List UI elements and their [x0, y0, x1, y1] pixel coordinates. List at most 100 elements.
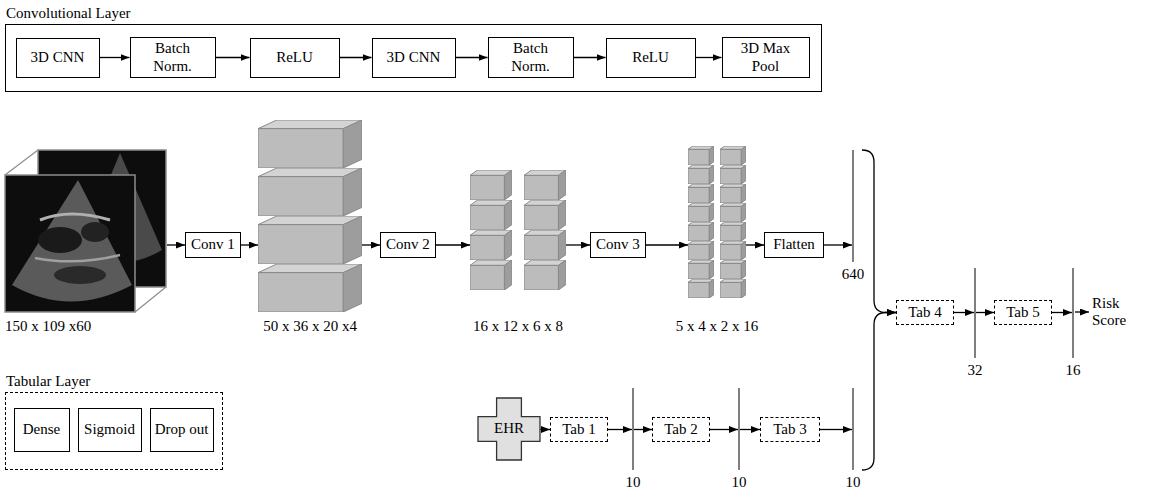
- flow-arrow: [862, 150, 896, 313]
- flow-arrow: [436, 244, 470, 245]
- operation-box: Dense: [14, 408, 70, 452]
- box-label: Drop out: [155, 421, 209, 438]
- dimension-label: 10: [626, 474, 641, 491]
- tabular-block: Tab 4: [896, 300, 954, 325]
- box-label: ReLU: [632, 49, 669, 66]
- operation-box: 3D CNN: [372, 38, 456, 78]
- feature-cube: [524, 260, 566, 290]
- dimension-label: 10: [732, 474, 747, 491]
- box-label: Batch Norm.: [147, 40, 199, 75]
- feature-map-stack: 16 x 12 x 6 x 8: [470, 170, 566, 290]
- box-label: Flatten: [773, 236, 815, 253]
- feature-cube: [720, 184, 746, 203]
- box-label: Dense: [23, 421, 61, 438]
- flow-arrow: [566, 244, 590, 245]
- feature-cube: [470, 260, 512, 290]
- ehr-input: EHR: [478, 398, 540, 460]
- heart-wall: [40, 214, 110, 220]
- dimension-label: 16: [1066, 362, 1081, 379]
- cross-shape: [478, 398, 540, 460]
- output-label: Risk Score: [1092, 295, 1148, 330]
- dimension-label: 150 x 109 x60: [5, 318, 91, 335]
- box-label: 3D Max Pool: [737, 40, 795, 75]
- box-label: 3D CNN: [31, 49, 85, 66]
- feature-cube: [258, 264, 362, 312]
- flow-arrow: [100, 57, 130, 58]
- flow-arrow: [820, 429, 852, 430]
- feature-cube: [720, 260, 746, 279]
- flow-arrow: [241, 244, 258, 245]
- box-label: Conv 3: [596, 236, 640, 253]
- operation-box: Sigmoid: [78, 408, 142, 452]
- feature-cube: [720, 241, 746, 260]
- input-volume: 150 x 109 x60: [5, 150, 167, 312]
- flow-arrow: [340, 57, 372, 58]
- flow-arrow: [746, 244, 764, 245]
- flow-arrow: [634, 429, 652, 430]
- dimension-label: 50 x 36 x 20 x4: [263, 318, 357, 335]
- heart-chamber: [38, 227, 82, 253]
- feature-cube: [688, 241, 714, 260]
- box-label: Sigmoid: [84, 421, 135, 438]
- box-label: Tab 4: [908, 304, 942, 321]
- layer-panel: Tabular LayerDenseSigmoidDrop out: [5, 392, 223, 470]
- panel-title: Convolutional Layer: [6, 5, 131, 22]
- feature-cube: [524, 170, 566, 200]
- flow-arrow: [1052, 312, 1072, 313]
- conv-block: Conv 2: [380, 232, 436, 258]
- operation-box: ReLU: [250, 38, 340, 78]
- layer-panel: Convolutional Layer3D CNNBatch Norm.ReLU…: [5, 24, 822, 92]
- layer-vector: 10: [852, 388, 854, 470]
- feature-cube: [688, 222, 714, 241]
- flow-arrow: [696, 57, 722, 58]
- feature-cube: [720, 222, 746, 241]
- dimension-label: 16 x 12 x 6 x 8: [473, 318, 563, 335]
- flow-arrow: [574, 57, 606, 58]
- tabular-block: Tab 5: [994, 300, 1052, 325]
- tabular-block: Tab 3: [760, 417, 820, 442]
- box-label: Tab 2: [664, 421, 698, 438]
- feature-map-stack: 50 x 36 x 20 x4: [258, 120, 362, 312]
- feature-cube: [470, 230, 512, 260]
- dimension-label: 10: [846, 474, 861, 491]
- feature-cube: [524, 230, 566, 260]
- feature-map-stack: 5 x 4 x 2 x 16: [688, 146, 746, 298]
- operation-box: Batch Norm.: [488, 37, 574, 78]
- tabular-block: Tab 2: [652, 417, 710, 442]
- flow-arrow: [362, 244, 380, 245]
- tabular-block: Tab 1: [550, 417, 608, 442]
- box-label: 3D CNN: [387, 49, 441, 66]
- flow-arrow: [540, 429, 550, 430]
- box-label: Tab 1: [562, 421, 596, 438]
- operation-box: Batch Norm.: [130, 37, 216, 78]
- feature-cube: [258, 168, 362, 216]
- heart-wall: [35, 255, 120, 261]
- feature-cube: [720, 165, 746, 184]
- layer-vector: 10: [738, 388, 740, 470]
- flow-arrow: [167, 244, 185, 245]
- box-label: Tab 5: [1006, 304, 1040, 321]
- box-label: Conv 2: [386, 236, 430, 253]
- box-label: EHR: [494, 420, 524, 437]
- layer-vector: 32: [974, 268, 976, 358]
- box-label: Batch Norm.: [505, 40, 557, 75]
- operation-box: 3D CNN: [16, 38, 100, 78]
- heart-chamber: [81, 222, 109, 242]
- box-label: Conv 1: [191, 236, 235, 253]
- panel-title: Tabular Layer: [6, 373, 90, 390]
- feature-cube: [688, 184, 714, 203]
- flatten-block: Flatten: [764, 232, 824, 258]
- flow-arrow: [824, 244, 852, 245]
- operation-box: 3D Max Pool: [722, 37, 810, 78]
- flow-arrow: [862, 313, 896, 471]
- flow-arrow: [646, 244, 688, 245]
- flow-arrow: [608, 429, 632, 430]
- feature-cube: [470, 200, 512, 230]
- feature-cube: [688, 203, 714, 222]
- flow-arrow: [216, 57, 250, 58]
- feature-cube: [720, 279, 746, 298]
- volume-edge: [5, 150, 38, 175]
- volume-edge: [135, 287, 166, 312]
